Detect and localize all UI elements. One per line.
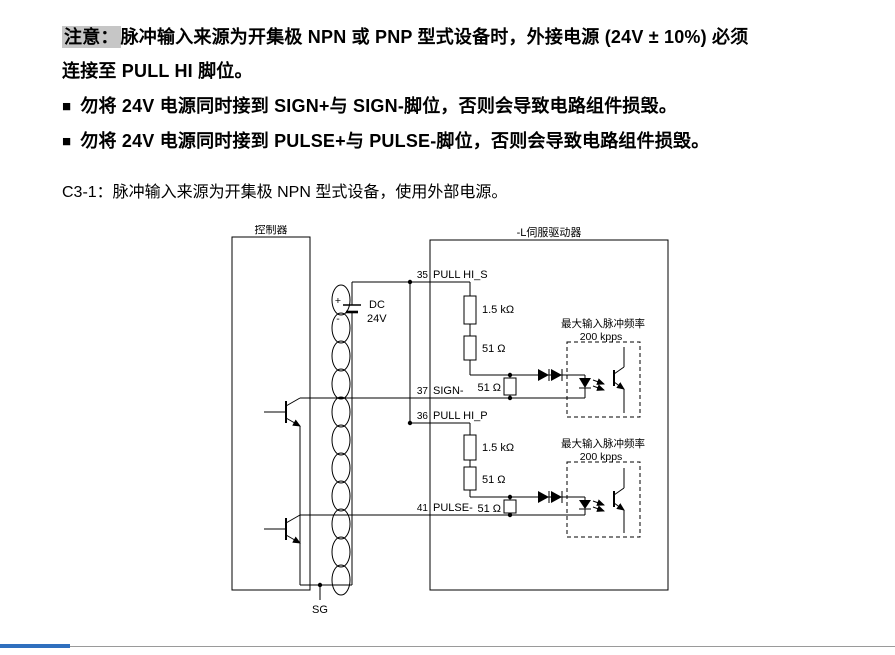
figure-caption: C3-1：脉冲输入来源为开集极 NPN 型式设备，使用外部电源。 bbox=[62, 184, 508, 201]
note-line-1: 注意：脉冲输入来源为开集极 NPN 或 PNP 型式设备时，外接电源 (24V … bbox=[62, 23, 748, 49]
diode-icon bbox=[551, 491, 562, 503]
resistor-ch1-51a bbox=[463, 335, 477, 361]
bullet-text-2: 勿将 24V 电源同时接到 PULSE+与 PULSE-脚位，否则会导致电路组件… bbox=[80, 131, 710, 151]
note-bullet-1: ■ 勿将 24V 电源同时接到 SIGN+与 SIGN-脚位，否则会导致电路组件损… bbox=[62, 92, 677, 118]
resistor-value: 51 Ω bbox=[482, 343, 506, 355]
bullet-icon: ■ bbox=[62, 133, 72, 150]
resistor-value: 1.5 kΩ bbox=[482, 442, 514, 454]
battery-voltage-label: 24V bbox=[367, 313, 387, 325]
controller-label: 控制器 bbox=[255, 225, 288, 236]
bottom-divider bbox=[70, 646, 895, 647]
wires bbox=[300, 281, 586, 600]
resistor-ch1-1k5 bbox=[463, 295, 477, 325]
note-line-2: 连接至 PULL HI 脚位。 bbox=[62, 61, 253, 81]
pin-number-36: 36 bbox=[417, 411, 429, 422]
diodes bbox=[538, 369, 591, 510]
pin-label-pulse-minus: PULSE- bbox=[433, 502, 473, 514]
pin-labels: 35 PULL HI_S 37 SIGN- 36 PULL HI_P 41 PU… bbox=[417, 269, 488, 514]
pin-label-pull-hi-p: PULL HI_P bbox=[433, 410, 488, 422]
note-bullet-2: ■ 勿将 24V 电源同时接到 PULSE+与 PULSE-脚位，否则会导致电路组… bbox=[62, 127, 709, 153]
resistor-value: 51 Ω bbox=[477, 503, 501, 515]
max-freq-label-2: 最大输入脉冲频率 bbox=[561, 437, 645, 450]
resistor-ch2-1k5 bbox=[463, 434, 477, 461]
controller-box: 控制器 bbox=[231, 225, 311, 591]
max-freq-value-1: 200 kpps bbox=[580, 331, 623, 343]
optocoupler-outline bbox=[566, 341, 641, 418]
resistor-ch2-51a bbox=[463, 466, 477, 491]
max-freq-label-1: 最大输入脉冲频率 bbox=[561, 317, 645, 330]
pin-number-41: 41 bbox=[417, 503, 429, 514]
note-text-line1: 脉冲输入来源为开集极 NPN 或 PNP 型式设备时，外接电源 (24V ± 1… bbox=[120, 27, 749, 47]
battery-plus-sign: + bbox=[335, 295, 341, 307]
diode-icon bbox=[551, 369, 562, 381]
optocoupler-sign: 最大输入脉冲频率 200 kpps bbox=[561, 317, 645, 418]
optocoupler-outline bbox=[566, 461, 641, 538]
pin-label-sign-minus: SIGN- bbox=[433, 385, 464, 397]
scrollbar-thumb[interactable] bbox=[0, 644, 70, 648]
max-freq-value-2: 200 kpps bbox=[580, 451, 623, 463]
junction-dots bbox=[317, 279, 513, 588]
diode-icon bbox=[538, 369, 549, 381]
dc-power-source: + - DC 24V bbox=[335, 295, 387, 325]
resistor-labels: 1.5 kΩ 51 Ω 51 Ω 1.5 kΩ 51 Ω 51 Ω bbox=[477, 304, 514, 515]
resistor-value: 1.5 kΩ bbox=[482, 304, 514, 316]
resistor-ch1-51b bbox=[503, 377, 517, 396]
optocoupler-pulse: 最大输入脉冲频率 200 kpps bbox=[561, 437, 645, 538]
opto-led-icon bbox=[579, 500, 591, 509]
servo-drive-outline bbox=[429, 239, 669, 591]
pin-number-37: 37 bbox=[417, 386, 429, 397]
wiring-diagram: 控制器 -L伺服驱动器 bbox=[231, 225, 669, 616]
battery-dc-label: DC bbox=[369, 299, 385, 311]
resistors bbox=[463, 295, 517, 514]
twisted-pair-cable bbox=[331, 284, 351, 596]
pin-label-pull-hi-s: PULL HI_S bbox=[433, 269, 488, 281]
note-label: 注意： bbox=[62, 26, 121, 48]
pin-number-35: 35 bbox=[417, 270, 429, 281]
controller-outline bbox=[231, 236, 311, 591]
resistor-ch2-51b bbox=[503, 499, 517, 514]
resistor-value: 51 Ω bbox=[482, 474, 506, 486]
npn-transistor-sign bbox=[264, 397, 301, 585]
servo-drive-label: -L伺服驱动器 bbox=[517, 226, 582, 239]
npn-transistor-pulse bbox=[264, 514, 301, 585]
servo-drive-box: -L伺服驱动器 bbox=[429, 226, 669, 591]
battery-minus-sign: - bbox=[336, 313, 340, 325]
bullet-icon: ■ bbox=[62, 98, 72, 115]
opto-led-icon bbox=[579, 378, 591, 388]
diode-icon bbox=[538, 491, 549, 503]
sg-label: SG bbox=[312, 604, 328, 616]
bullet-text-1: 勿将 24V 电源同时接到 SIGN+与 SIGN-脚位，否则会导致电路组件损毁… bbox=[80, 96, 678, 116]
resistor-value: 51 Ω bbox=[477, 382, 501, 394]
